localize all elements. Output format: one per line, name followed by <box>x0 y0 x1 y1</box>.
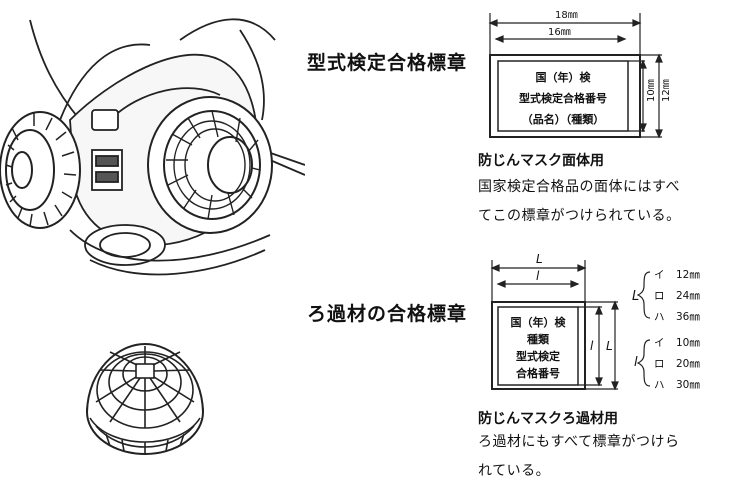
filter-outer-width-label: L <box>536 252 543 266</box>
filter-label-heading: ろ過材の合格標章 <box>307 303 468 325</box>
size-l-2-key: ロ <box>654 358 665 370</box>
size-L-2-value: 24㎜ <box>676 290 700 302</box>
filter-outer-height-label: L <box>606 339 613 353</box>
mask-mark-line-3: （品名）（種類） <box>522 112 605 126</box>
mask-mark-line-2: 型式検定合格番号 <box>519 91 607 105</box>
filter-inner-width-label: l <box>536 269 540 283</box>
mask-caption-line-1: 国家検定合格品の面体にはすべ <box>478 179 681 195</box>
mask-caption-title: 防じんマスク面体用 <box>478 153 604 169</box>
filter-caption-title: 防じんマスクろ過材用 <box>478 411 618 427</box>
filter-label-mark-diagram: L l l L 国（年）検 種類 型式検定 合格番号 <box>490 252 619 391</box>
filter-cartridge-illustration <box>86 342 204 455</box>
mask-outer-height-label: 12㎜ <box>661 79 670 102</box>
size-L-1-value: 12㎜ <box>676 269 700 281</box>
size-l-3-value: 30㎜ <box>676 379 700 391</box>
size-L-symbol: L <box>632 289 639 304</box>
filter-mark-line-4: 合格番号 <box>516 366 560 380</box>
mask-label-mark-diagram: 18㎜ 16㎜ 10㎜ 12㎜ 国（年）検 型式検定合格番号 （品名）（種類） <box>488 10 670 139</box>
mask-outer-width-label: 18㎜ <box>555 10 578 21</box>
mask-caption-body: 国家検定合格品の面体にはすべ てこの標章がつけられている。 <box>478 173 681 231</box>
size-l-1-key: イ <box>654 337 665 349</box>
size-L-1-key: イ <box>654 269 665 281</box>
size-L-3-value: 36㎜ <box>676 311 700 323</box>
mask-caption-line-2: てこの標章がつけられている。 <box>478 208 681 224</box>
size-l-2-value: 20㎜ <box>676 358 700 370</box>
filter-mark-line-2: 種類 <box>527 332 550 346</box>
mask-inner-height-label: 10㎜ <box>646 79 657 102</box>
filter-mark-line-1: 国（年）検 <box>511 315 567 329</box>
filter-caption-body: ろ過材にもすべて標章がつけら れている。 <box>478 428 679 486</box>
size-L-3-key: ハ <box>654 311 665 323</box>
filter-caption-line-1: ろ過材にもすべて標章がつけら <box>478 434 680 450</box>
filter-caption-line-2: れている。 <box>478 463 551 479</box>
size-l-3-key: ハ <box>654 379 665 391</box>
size-L-2-key: ロ <box>654 290 665 302</box>
respirator-mask-illustration <box>0 18 305 276</box>
size-l-1-value: 10㎜ <box>676 337 700 349</box>
mask-inner-width-label: 16㎜ <box>548 27 571 38</box>
mask-mark-line-1: 国（年）検 <box>536 70 592 84</box>
filter-mark-line-3: 型式検定 <box>516 349 560 363</box>
mask-label-heading: 型式検定合格標章 <box>307 52 468 74</box>
filter-inner-height-label: l <box>590 339 594 353</box>
size-l-symbol: l <box>634 355 638 370</box>
filter-size-table: L イ 12㎜ ロ 24㎜ ハ 36㎜ l イ 10㎜ ロ 20㎜ ハ 30㎜ <box>632 269 700 391</box>
